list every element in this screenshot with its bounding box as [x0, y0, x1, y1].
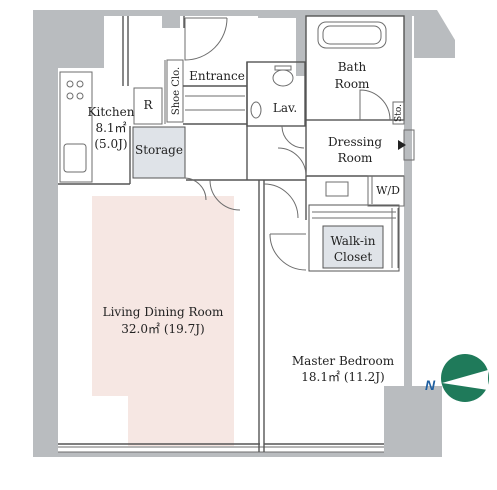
storage-label: Storage [135, 143, 183, 157]
shoe-closet-label: Shoe Clo. [171, 67, 182, 115]
dressing-label-line1: Dressing [328, 135, 382, 149]
kitchen-tatami: (5.0J) [94, 137, 127, 151]
compass-needle-icon [442, 370, 488, 390]
bottom-windows [58, 443, 384, 453]
sto-label: Sto. [394, 104, 404, 122]
wd-label: W/D [376, 184, 400, 197]
entrance-label: Entrance [189, 69, 245, 83]
master-bedroom-name: Master Bedroom [292, 354, 395, 368]
walkin-label-line1: Walk-in [331, 234, 376, 248]
living-name: Living Dining Room [103, 305, 224, 319]
lav-label: Lav. [273, 101, 297, 115]
room-labels: Kitchen 8.1㎡ (5.0J) R Shoe Clo. Entrance… [88, 60, 406, 384]
interior-walls [58, 15, 415, 452]
walkin-label-line2: Closet [334, 250, 373, 264]
storage-fill [132, 126, 186, 179]
dressing-label-line2: Room [338, 151, 373, 165]
living-area: 32.0㎡ (19.7J) [121, 322, 204, 336]
compass: N [425, 354, 489, 402]
walkin-closet-inner [322, 225, 384, 269]
exterior-walls [33, 10, 455, 457]
master-bedroom-area: 18.1㎡ (11.2J) [301, 370, 384, 384]
bath-label-line2: Room [335, 77, 370, 91]
kitchen-area: 8.1㎡ [95, 121, 126, 135]
compass-label: N [425, 377, 436, 393]
dressing-arrow-icon [398, 140, 406, 150]
kitchen-name: Kitchen [88, 105, 135, 119]
living-floor-highlight [92, 196, 234, 446]
bath-label-line1: Bath [338, 60, 367, 74]
refrigerator-label: R [143, 98, 153, 112]
